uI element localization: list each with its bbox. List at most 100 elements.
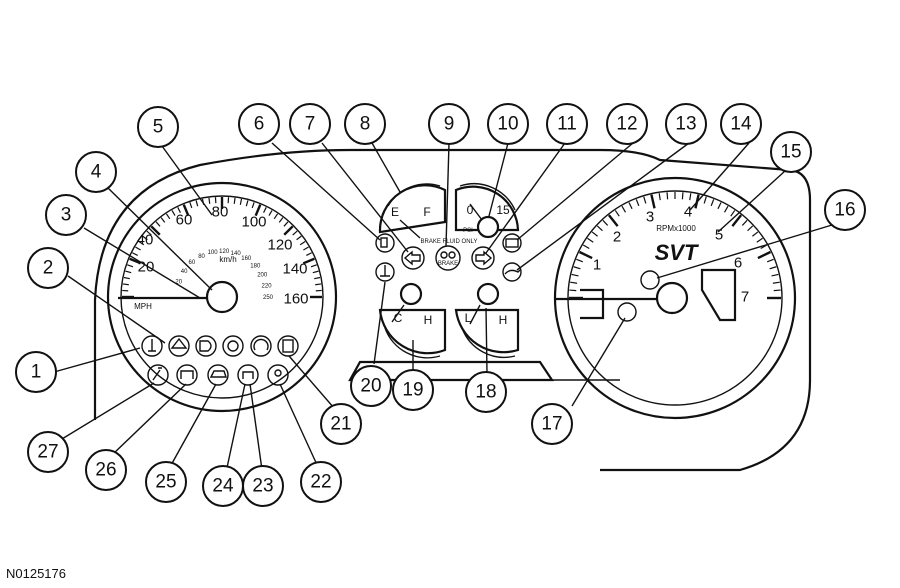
svg-text:1: 1 xyxy=(31,362,42,383)
lamp-17 xyxy=(617,302,637,322)
major-tick xyxy=(757,250,772,260)
callout-19: 19 xyxy=(392,369,434,411)
svg-text:12: 12 xyxy=(616,114,637,135)
minor-tick xyxy=(127,264,134,268)
speedometer: 20 40 60 80 100 120 140 160 km/h MPH 204… xyxy=(106,181,338,413)
airbag-icon xyxy=(147,364,169,386)
mph-label-100: 100 xyxy=(241,214,266,231)
kmh-label: 100 xyxy=(208,250,219,256)
minor-tick xyxy=(195,200,199,207)
svg-text:19: 19 xyxy=(402,380,423,401)
lower-warning-lamps-row2 xyxy=(147,364,289,386)
overdrive-arrow-icon xyxy=(168,335,190,357)
tach-label-3: 3 xyxy=(646,209,654,226)
svg-text:14: 14 xyxy=(730,114,752,135)
brake-icon xyxy=(435,245,461,271)
oil-unit-label: PSI xyxy=(463,228,473,234)
callout-27: 27 xyxy=(27,431,69,473)
minor-tick xyxy=(239,198,243,205)
minor-tick xyxy=(299,240,306,246)
boost-high-label: H xyxy=(499,313,508,327)
minor-tick xyxy=(587,237,594,243)
brake-lamp-label: BRAKE xyxy=(438,261,458,267)
minor-tick xyxy=(283,221,289,227)
svg-text:22: 22 xyxy=(310,472,331,493)
svg-text:13: 13 xyxy=(675,114,696,135)
minor-tick xyxy=(263,207,267,213)
minor-tick xyxy=(273,213,279,220)
tach-unit: RPMx1000 xyxy=(656,224,696,233)
minor-tick xyxy=(569,289,577,292)
oil-high-label: 15 xyxy=(496,203,510,217)
center-warning-lamps: BRAKE FLUID ONLY BRAKE xyxy=(375,233,522,282)
svg-text:7: 7 xyxy=(305,114,316,135)
lower-warning-lamps-row1 xyxy=(141,335,299,357)
figure-id: N0125176 xyxy=(6,566,66,581)
major-tick xyxy=(302,257,315,265)
minor-tick xyxy=(155,221,161,227)
svg-text:15: 15 xyxy=(780,142,801,163)
minor-tick xyxy=(138,240,145,246)
kmh-label: 40 xyxy=(181,269,188,275)
svg-text:3: 3 xyxy=(61,205,72,226)
minor-tick xyxy=(315,283,322,286)
minor-tick xyxy=(689,193,692,201)
tachometer: 1 2 3 4 5 6 7 RPMx1000 SVT xyxy=(553,176,797,420)
cluster-housing xyxy=(93,148,812,472)
callout-21: 21 xyxy=(320,403,362,445)
speedometer-hub xyxy=(205,280,239,314)
door-ajar-icon xyxy=(277,335,299,357)
minor-tick xyxy=(582,244,590,250)
minor-tick xyxy=(132,252,138,256)
callout-25: 25 xyxy=(145,461,187,503)
temp-hot-label: H xyxy=(424,313,433,327)
minor-tick xyxy=(772,281,780,284)
minor-tick xyxy=(703,196,707,204)
major-tick xyxy=(283,225,294,236)
minor-tick xyxy=(296,235,302,241)
minor-tick xyxy=(602,219,609,226)
svg-text:11: 11 xyxy=(557,114,577,135)
minor-tick xyxy=(189,202,193,209)
kmh-label: 20 xyxy=(175,279,182,285)
callout-16: 16 xyxy=(824,189,866,231)
low-fuel-icon xyxy=(375,233,395,253)
minor-tick xyxy=(268,210,273,216)
oil-pressure-gauge: 0 15 PSI xyxy=(454,183,520,239)
left-turn-icon xyxy=(401,246,425,270)
callout-3: 3 xyxy=(45,194,87,236)
brake-fluid-text: BRAKE FLUID ONLY xyxy=(421,239,478,245)
traction-control-icon xyxy=(176,364,198,386)
svg-text:5: 5 xyxy=(153,117,164,138)
mph-unit: MPH xyxy=(134,302,152,311)
tachometer-hub xyxy=(655,281,689,315)
minor-tick xyxy=(208,197,211,204)
seatbelt-lamp-16 xyxy=(640,270,660,290)
speedometer-ticks xyxy=(122,197,322,299)
minor-tick xyxy=(177,207,181,213)
mph-label-20: 20 xyxy=(138,259,155,276)
minor-tick xyxy=(310,264,317,268)
major-tick xyxy=(129,257,142,265)
svg-text:10: 10 xyxy=(497,114,518,135)
minor-tick xyxy=(635,199,640,207)
minor-tick xyxy=(643,196,647,204)
minor-tick xyxy=(123,276,130,280)
callout-17: 17 xyxy=(531,403,573,445)
kmh-label: 80 xyxy=(198,254,205,260)
tach-label-7: 7 xyxy=(741,289,749,306)
minor-tick xyxy=(303,246,309,251)
minor-tick xyxy=(135,246,141,251)
fuel-empty-label: E xyxy=(391,205,399,219)
svg-text:27: 27 xyxy=(37,442,58,463)
fuel-full-label: F xyxy=(423,205,430,219)
svg-text:23: 23 xyxy=(252,476,273,497)
callout-11: 11 xyxy=(546,103,588,145)
key-icon xyxy=(267,364,289,386)
kmh-label: 250 xyxy=(263,295,274,301)
coolant-level-icon xyxy=(375,262,395,282)
oil-pressure-icon xyxy=(502,262,522,282)
tach-label-6: 6 xyxy=(734,255,742,272)
